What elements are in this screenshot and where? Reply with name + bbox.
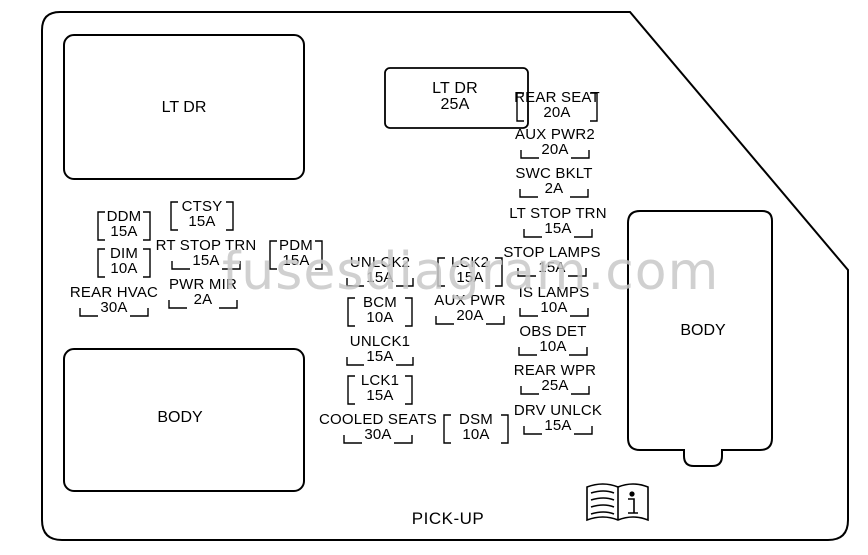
fuse-bcm-rating: 10A xyxy=(366,309,394,326)
watermark: fusesdiagram.com xyxy=(222,242,720,302)
fuse-obs-det-rating: 10A xyxy=(539,338,567,355)
fuse-lck1-bracket xyxy=(347,375,413,405)
fuse-pdm-bracket xyxy=(269,240,323,270)
fuse-aux-pwr-name: AUX PWR xyxy=(434,292,506,309)
fuse-rear-seat-rating: 20A xyxy=(543,104,571,121)
fuse-lt-stop-trn-name: LT STOP TRN xyxy=(509,205,607,222)
fuse-stop-lamps-name: STOP LAMPS xyxy=(503,244,601,261)
circuit-breaker-rating: 25A xyxy=(440,96,470,113)
circuit-breaker-name: LT DR xyxy=(432,80,478,97)
fuse-drv-unlck-rating: 15A xyxy=(544,417,572,434)
relay-lt-dr-label: LT DR xyxy=(161,99,207,116)
fuse-pwr-mir-rating: 2A xyxy=(193,291,213,308)
fuse-rear-wpr-rating: 25A xyxy=(541,377,569,394)
fuse-ctsy-name: CTSY xyxy=(181,198,223,215)
relay-body-right-box xyxy=(627,210,773,467)
fuse-lck1-name: LCK1 xyxy=(360,372,400,389)
fuse-pwr-mir-bracket xyxy=(168,300,238,309)
circuit-breaker-box xyxy=(384,67,529,129)
fuse-rear-seat-name: REAR SEAT xyxy=(514,89,600,106)
fuse-rear-hvac-rating: 30A xyxy=(100,299,128,316)
fuse-unlck1-bracket xyxy=(346,357,414,366)
fuse-ctsy-bracket xyxy=(170,201,234,231)
fuse-stop-lamps-bracket xyxy=(517,268,587,277)
fuse-swc-bklt-name: SWC BKLT xyxy=(515,165,593,182)
fuse-lck2-bracket xyxy=(437,257,503,287)
fuse-obs-det-bracket xyxy=(518,347,588,356)
diagram-title: PICK-UP xyxy=(411,509,485,528)
fuse-rear-seat-bracket xyxy=(516,92,598,122)
relay-body-left-label: BODY xyxy=(157,409,203,426)
fuse-ddm-rating: 15A xyxy=(110,223,138,240)
fuse-unlck2-rating: 15A xyxy=(366,269,394,286)
fuse-lck1-rating: 15A xyxy=(366,387,394,404)
fuse-drv-unlck-name: DRV UNLCK xyxy=(513,402,603,419)
fuse-lck2-rating: 15A xyxy=(456,269,484,286)
fuse-lt-stop-trn-rating: 15A xyxy=(544,220,572,237)
fuse-rear-wpr-name: REAR WPR xyxy=(513,362,597,379)
fuse-is-lamps-bracket xyxy=(519,308,589,317)
fuse-obs-det-name: OBS DET xyxy=(519,323,587,340)
fuse-rt-stop-trn-rating: 15A xyxy=(192,252,220,269)
fuse-rear-wpr-bracket xyxy=(520,386,590,395)
fuse-aux-pwr-bracket xyxy=(435,316,505,325)
fuse-stop-lamps-rating: 15A xyxy=(538,259,566,276)
relay-body-right-label: BODY xyxy=(680,322,726,339)
fuse-ddm-name: DDM xyxy=(106,208,142,225)
fuse-unlck1-rating: 15A xyxy=(366,348,394,365)
fuse-rt-stop-trn-bracket xyxy=(171,261,241,270)
fuse-rear-hvac-name: REAR HVAC xyxy=(69,284,159,301)
fuse-aux-pwr2-name: AUX PWR2 xyxy=(515,126,595,143)
fuse-bcm-name: BCM xyxy=(363,294,397,311)
fuse-lck2-name: LCK2 xyxy=(450,254,490,271)
fuse-swc-bklt-bracket xyxy=(519,189,589,198)
fuse-dsm-rating: 10A xyxy=(462,426,490,443)
fuse-unlck2-bracket xyxy=(346,278,414,287)
fuse-dim-bracket xyxy=(97,248,151,278)
fuse-drv-unlck-bracket xyxy=(523,426,593,435)
fuse-pwr-mir-name: PWR MIR xyxy=(168,276,238,293)
fuse-cooled-seats-name: COOLED SEATS xyxy=(319,411,437,428)
relay-body-left-box xyxy=(63,348,305,492)
fuse-ddm-bracket xyxy=(97,211,151,241)
fuse-cooled-seats-bracket xyxy=(343,435,413,444)
fuse-aux-pwr-rating: 20A xyxy=(456,307,484,324)
fuse-unlck2-name: UNLCK2 xyxy=(349,254,411,271)
fuse-dim-name: DIM xyxy=(109,245,139,262)
fuse-aux-pwr2-rating: 20A xyxy=(541,141,569,158)
fuse-rear-hvac-bracket xyxy=(79,308,149,317)
fuse-pdm-name: PDM xyxy=(279,237,313,254)
fuse-ctsy-rating: 15A xyxy=(188,213,216,230)
fuse-dsm-name: DSM xyxy=(459,411,493,428)
fuse-rt-stop-trn-name: RT STOP TRN xyxy=(155,237,257,254)
fuse-bcm-bracket xyxy=(347,297,413,327)
fuse-is-lamps-name: IS LAMPS xyxy=(518,284,590,301)
fuse-pdm-rating: 15A xyxy=(282,252,310,269)
fuse-dsm-bracket xyxy=(443,414,509,444)
fuse-cooled-seats-rating: 30A xyxy=(364,426,392,443)
relay-lt-dr-box xyxy=(63,34,305,180)
fuse-aux-pwr2-bracket xyxy=(520,150,590,159)
fuse-is-lamps-rating: 10A xyxy=(540,299,568,316)
fuse-lt-stop-trn-bracket xyxy=(523,229,593,238)
owners-manual-book-icon xyxy=(586,483,649,522)
fuse-unlck1-name: UNLCK1 xyxy=(349,333,411,350)
fuse-swc-bklt-rating: 2A xyxy=(544,180,564,197)
fuse-dim-rating: 10A xyxy=(110,260,138,277)
